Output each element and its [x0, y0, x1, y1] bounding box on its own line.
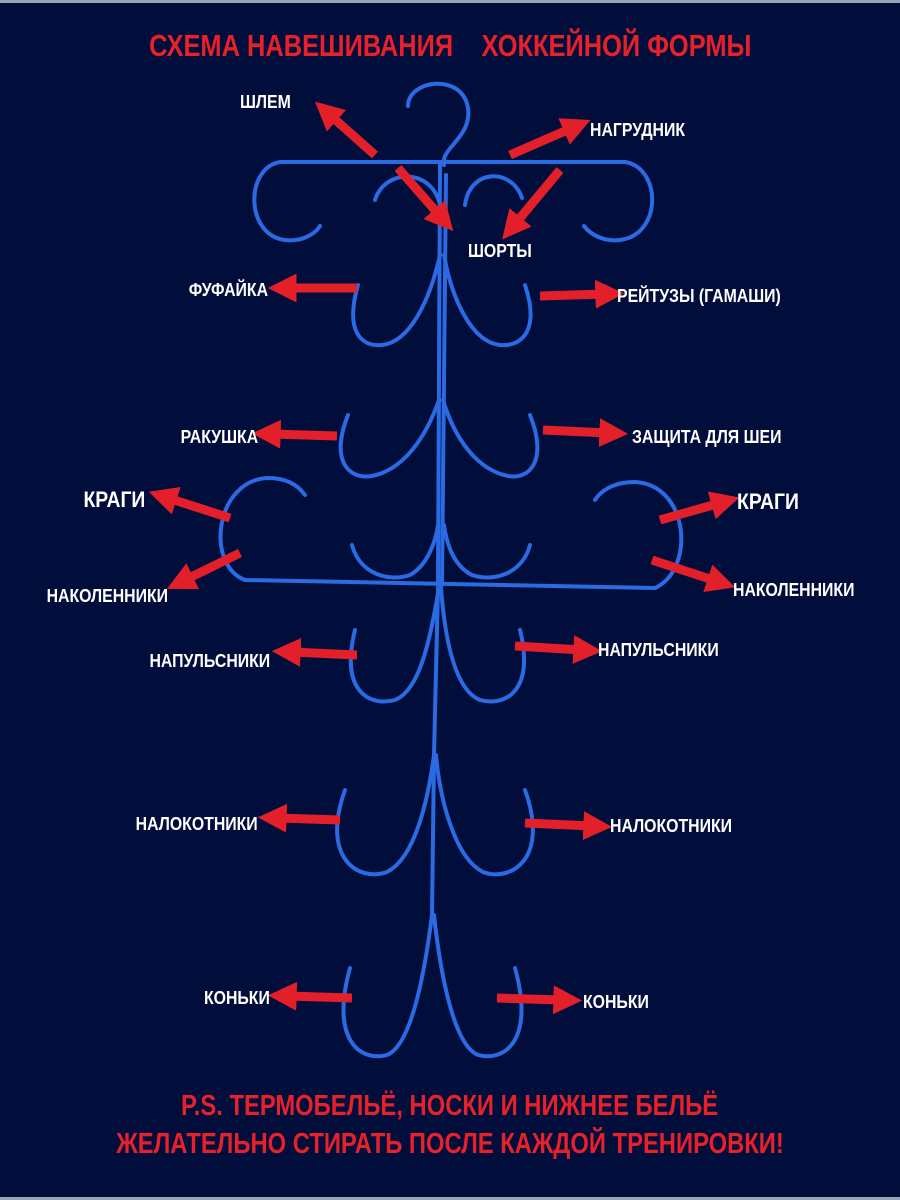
bottom-left-curl: [218, 475, 307, 582]
top-left-curl: [252, 160, 322, 243]
bottom-border: [0, 1197, 900, 1200]
label-chest: НАГРУДНИК: [590, 120, 686, 140]
bottom-right-curl: [593, 479, 684, 590]
row2-right-hook: [442, 253, 533, 348]
label-helmet: ШЛЕМ: [240, 92, 291, 112]
arrow-wrist-right: [514, 635, 603, 664]
label-knees-right: НАКОЛЕННИКИ: [733, 580, 855, 600]
label-wrist-right: НАПУЛЬСНИКИ: [598, 640, 719, 660]
arrow-cup: [251, 419, 338, 449]
bottom-rod: [430, 753, 436, 917]
top-inner-right-hook: [463, 174, 524, 207]
footer-line-2: ЖЕЛАТЕЛЬНО СТИРАТЬ ПОСЛЕ КАЖДОЙ ТРЕНИРОВ…: [116, 1128, 784, 1160]
center-rod: [436, 163, 442, 587]
elbow-right-hook: [434, 753, 535, 877]
arrow-elbow-left: [257, 803, 341, 833]
arrow-gloves-right: [658, 491, 740, 525]
skates-right-hook: [432, 913, 524, 1059]
bottom-inner-hook-2: [442, 523, 532, 580]
arrow-helmet: [314, 101, 378, 159]
label-neck: ЗАЩИТА ДЛЯ ШЕИ: [632, 427, 782, 447]
arrow-neck: [542, 418, 629, 447]
label-shorts: ШОРТЫ: [468, 241, 532, 261]
lower-rod: [432, 586, 440, 757]
arrow-shorts-2: [502, 167, 564, 240]
label-gloves-left: КРАГИ: [83, 487, 145, 512]
label-skates-right: КОНЬКИ: [583, 992, 649, 1012]
row2-left-hook: [351, 253, 442, 348]
footer-line-1: P.S. ТЕРМОБЕЛЬЁ, НОСКИ И НИЖНЕЕ БЕЛЬЁ: [181, 1090, 719, 1122]
arrow-chest: [508, 118, 591, 160]
arrows: [148, 101, 740, 1015]
hanger-hook: [406, 81, 471, 167]
arrow-knees-left: [166, 548, 242, 590]
elbow-left-hook: [335, 753, 436, 877]
label-cup: РАКУШКА: [180, 427, 258, 447]
arrow-knees-right: [650, 555, 736, 592]
label-knees-left: НАКОЛЕННИКИ: [46, 586, 168, 606]
arrow-wrist-left: [271, 638, 358, 667]
label-elbow-right: НАЛОКОТНИКИ: [610, 816, 733, 836]
label-jersey: ФУФАЙКА: [188, 280, 268, 300]
arrow-skates-left: [267, 981, 353, 1011]
bottom-bar: [243, 578, 657, 590]
arrow-gloves-left: [148, 486, 232, 523]
arrow-shorts-1: [394, 165, 454, 232]
skates-left-hook: [341, 913, 434, 1059]
arrow-skates-right: [496, 985, 583, 1015]
bottom-inner-hook-1: [350, 523, 440, 580]
arrow-elbow-right: [524, 811, 613, 840]
wrist-left-hook: [348, 586, 441, 704]
label-socks: РЕЙТУЗЫ (ГАМАШИ): [617, 286, 781, 306]
row3-right-hook: [441, 398, 540, 479]
label-skates-left: КОНЬКИ: [204, 988, 270, 1008]
top-right-curl: [582, 160, 655, 243]
center-rod-2: [440, 173, 448, 587]
wrist-right-hook: [439, 586, 527, 704]
hanger: [218, 81, 684, 1059]
diagram-title: СХЕМА НАВЕШИВАНИЯ ХОККЕЙНОЙ ФОРМЫ: [148, 28, 752, 63]
row3-left-hook: [338, 398, 441, 479]
label-gloves-right: КРАГИ: [737, 489, 799, 514]
arrow-socks: [539, 279, 625, 309]
top-border: [0, 0, 900, 3]
label-wrist-left: НАПУЛЬСНИКИ: [149, 651, 270, 671]
label-elbow-left: НАЛОКОТНИКИ: [135, 814, 258, 834]
